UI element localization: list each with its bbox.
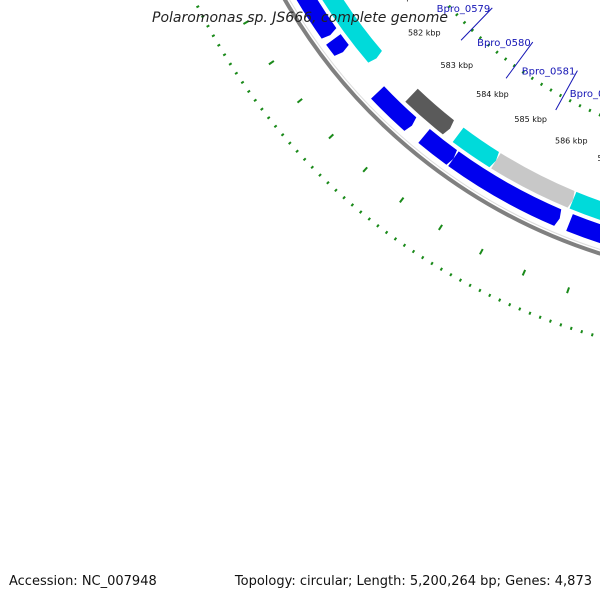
genome-backbone-inner	[214, 0, 600, 276]
gene-label: Bpro_0582	[570, 89, 600, 100]
outer-tick-mark	[438, 224, 443, 231]
outer-tick-mark	[242, 20, 250, 25]
outer-tick-mark	[521, 269, 527, 276]
gene-arrow	[491, 153, 575, 208]
kbp-tick-label: 581 kbp	[379, 0, 412, 2]
kbp-tick-label: 585 kbp	[514, 115, 547, 124]
genome-backbone	[282, 0, 600, 256]
kbp-tick-label: 582 kbp	[408, 28, 441, 37]
map-title: Polaromonas sp. JS666, complete genome	[152, 10, 448, 26]
gene-arrow	[326, 34, 349, 56]
gene-arrow	[452, 127, 499, 168]
gene-arrow	[405, 88, 454, 135]
gene-arrow	[418, 129, 457, 165]
kbp-tick-label: 587 kbp	[597, 154, 600, 163]
gene-label-leader	[505, 41, 534, 79]
outer-tick-mark	[268, 60, 275, 66]
outer-tick-mark	[296, 98, 303, 104]
outer-tick-mark	[328, 133, 335, 140]
outer-tick-mark	[566, 287, 570, 294]
gene-label: Bpro_0580	[477, 38, 531, 49]
gene-arrow	[448, 151, 562, 226]
kbp-tick-label: 583 kbp	[441, 61, 474, 70]
outer-tick-mark	[399, 196, 405, 203]
gene-arrow	[371, 86, 417, 131]
gene-arrow	[566, 214, 600, 244]
genome-stats-label: Topology: circular; Length: 5,200,264 bp…	[234, 574, 592, 589]
gene-arrow	[296, 0, 337, 39]
outer-tick-mark	[362, 166, 368, 173]
gene-label: Bpro_0581	[522, 67, 576, 78]
outer-tick-mark	[479, 248, 484, 255]
kbp-tick-label: 584 kbp	[476, 90, 509, 99]
gene-label-leader	[555, 70, 578, 111]
gene-arrow	[569, 191, 600, 220]
kbp-tick-label: 586 kbp	[555, 137, 588, 146]
gene-arrow	[322, 0, 382, 63]
accession-label: Accession: NC_007948	[9, 574, 157, 589]
gene-label-leader	[460, 7, 493, 41]
gene-label: Bpro_0579	[437, 4, 491, 15]
